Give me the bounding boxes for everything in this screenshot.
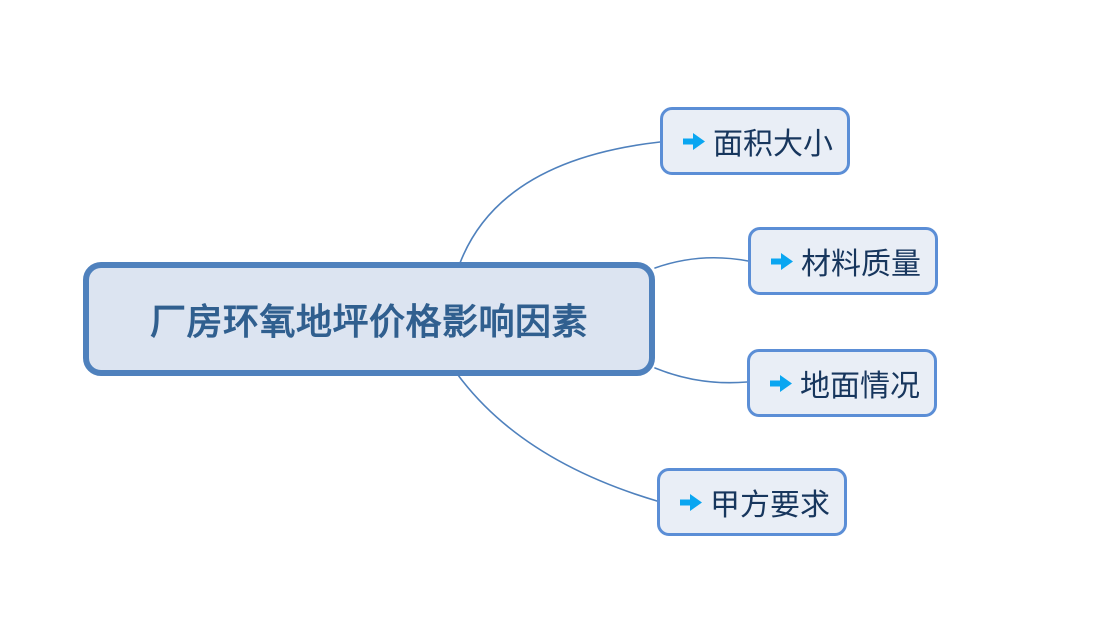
branch-node-label: 甲方要求 — [710, 489, 830, 522]
arrow-right-icon — [682, 132, 706, 151]
branch-node-ground-condition[interactable]: 地面情况 — [747, 349, 937, 417]
branch-node-material-quality[interactable]: 材料质量 — [748, 227, 938, 295]
branch-node-label: 地面情况 — [800, 370, 920, 403]
arrow-right-icon — [770, 252, 794, 271]
connector-material-quality — [654, 257, 749, 269]
branch-node-label: 材料质量 — [801, 248, 921, 281]
branch-node-label: 面积大小 — [713, 128, 833, 161]
arrow-right-icon — [679, 493, 703, 512]
branch-node-client-requirements[interactable]: 甲方要求 — [657, 468, 847, 536]
connector-client-requirements — [457, 374, 658, 502]
arrow-right-icon — [769, 374, 793, 393]
connector-ground-condition — [654, 367, 748, 384]
root-node[interactable]: 厂房环氧地坪价格影响因素 — [83, 262, 655, 376]
root-node-label: 厂房环氧地坪价格影响因素 — [149, 301, 588, 342]
branch-node-area-size[interactable]: 面积大小 — [660, 107, 850, 175]
connector-area-size — [459, 141, 661, 264]
